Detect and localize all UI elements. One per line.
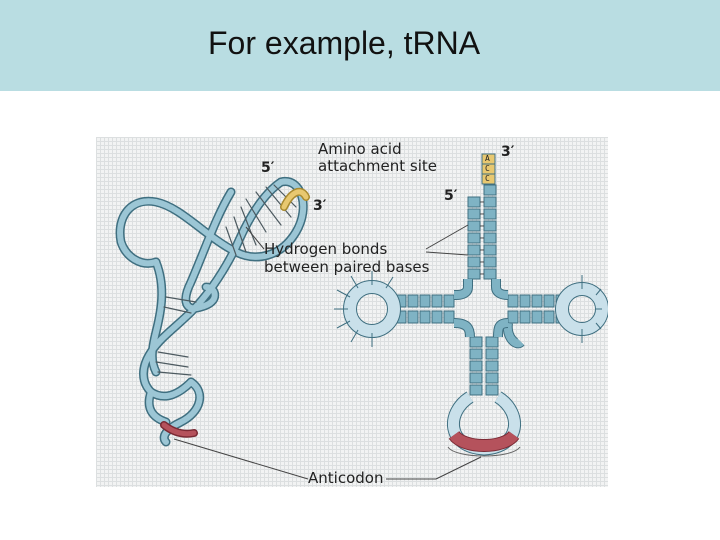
slide-header: For example, tRNA: [0, 0, 720, 91]
five-prime-right-label: 5′: [444, 188, 458, 204]
trna-figure: Amino acid attachment site 5′ 3′ 5′ 3′ A…: [96, 137, 608, 487]
acc-base-c2: C: [485, 174, 490, 183]
three-prime-left-label: 3′: [313, 198, 327, 214]
acc-attachment: [481, 153, 496, 185]
hydrogen-bonds-label-line1: Hydrogen bonds: [264, 240, 388, 258]
trna-3d-model: [115, 177, 310, 447]
anticodon-label: Anticodon: [308, 469, 384, 487]
amino-acid-label-line1: Amino acid: [318, 140, 402, 158]
amino-acid-label-line2: attachment site: [318, 157, 437, 175]
slide-title: For example, tRNA: [208, 25, 481, 61]
three-prime-right-label: 3′: [501, 144, 515, 160]
hydrogen-bonds-label-line2: between paired bases: [264, 258, 430, 276]
leader-lines: [173, 224, 482, 480]
trna-diagram: [115, 153, 608, 480]
acc-base-c1: C: [485, 164, 490, 173]
five-prime-left-label: 5′: [261, 160, 275, 176]
acc-base-a: A: [485, 154, 490, 163]
trna-cloverleaf: [334, 153, 608, 457]
